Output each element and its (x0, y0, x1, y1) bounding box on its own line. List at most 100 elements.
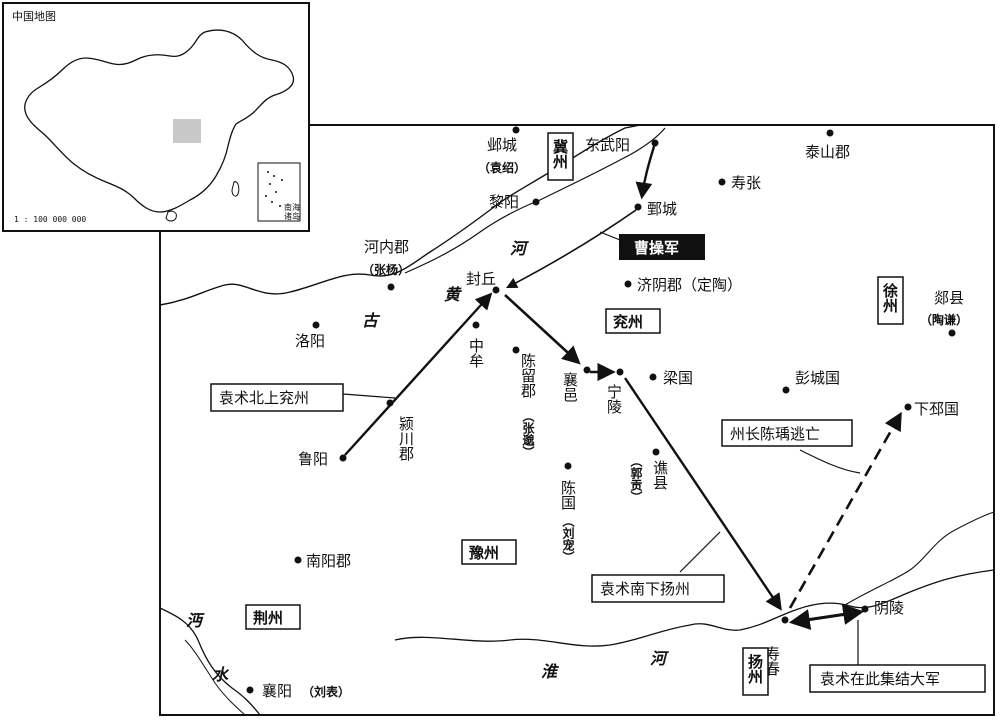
label-ningling: 宁陵 (605, 384, 623, 414)
dot-liyang (532, 198, 540, 206)
label-xiangyang-ruler: （刘表） (302, 684, 350, 699)
dot-pengcheng (782, 386, 790, 394)
dot-zhongmou (472, 321, 480, 329)
dot-juancheng (634, 203, 642, 211)
label-juancheng: 鄄城 (647, 200, 677, 218)
dot-taishan (826, 129, 834, 137)
label-xiapi: 下邳国 (914, 400, 959, 418)
dot-chenliu (512, 346, 520, 354)
river-labels: 古 黄 河 淮 河 沔 水 (186, 239, 669, 684)
yuan-north-route (344, 292, 493, 456)
right-river (844, 511, 995, 606)
label-henei-ruler: （张杨） (362, 262, 410, 277)
dot-yinling (861, 605, 869, 613)
label-liyang: 黎阳 (489, 193, 519, 211)
river-gu: 古 (362, 311, 381, 330)
label-yinling: 阴陵 (874, 599, 904, 617)
label-xiangyi: 襄邑 (561, 372, 579, 402)
dot-henei (387, 283, 395, 291)
inset-south-sea-1: 南海 (284, 202, 300, 212)
yellow-river-bank (404, 127, 666, 274)
inset-map: 中国地图 南海 诸岛 1 : 100 000 000 (2, 2, 310, 232)
place-labels: 邺城 （袁绍） 东武阳 泰山郡 寿张 黎阳 鄄城 河内郡 （张杨） 封丘 济阴郡… (262, 136, 968, 700)
inset-highlight (173, 119, 201, 143)
mian-river (159, 607, 261, 716)
river-huai-he: 河 (650, 649, 669, 668)
label-chenguo: 陈国 (559, 479, 577, 510)
callout-yuan-south: 袁术南下扬州 (600, 580, 690, 598)
province-ji: 冀州 (551, 138, 569, 170)
label-xiangyang: 襄阳 (262, 682, 292, 700)
river-he: 河 (510, 239, 529, 258)
inset-title: 中国地图 (12, 10, 56, 23)
vertical-labels: 中牟 陈留郡 （张邈） 襄邑 宁陵 颍川郡 谯县 （郭贡） 陈国 （刘宠） (397, 338, 669, 563)
label-luoyang: 洛阳 (295, 332, 325, 350)
dot-dongwuyang (651, 139, 659, 147)
dot-yingchuan (386, 399, 394, 407)
callout-chen-flee: 州长陈瑀逃亡 (730, 425, 820, 443)
province-yu: 豫州 (469, 544, 499, 562)
label-yingchuan: 颍川郡 (397, 416, 415, 461)
dot-jiyin (624, 280, 632, 288)
callout-yuan-north: 袁术北上兖州 (219, 389, 309, 407)
label-chenliu-ruler: （张邈） (521, 410, 535, 458)
label-pengcheng: 彭城国 (795, 369, 840, 387)
river-huang: 黄 (444, 285, 462, 304)
huai-river (394, 569, 995, 647)
label-tanxian: 郯县 (934, 289, 964, 307)
label-dongwuyang: 东武阳 (585, 136, 630, 154)
china-outline (24, 29, 295, 213)
yellow-river (159, 124, 641, 306)
label-qiaoxian-ruler: （郭贡） (629, 455, 643, 503)
dot-xiapi (904, 403, 912, 411)
province-boxes: 冀州 兖州 徐州 豫州 荆州 扬州 (245, 132, 904, 696)
dot-fengqiu (492, 286, 500, 294)
dot-xiangyang (246, 686, 254, 694)
dot-liangguo (649, 373, 657, 381)
label-tanxian-ruler: （陶谦） (920, 312, 968, 327)
cao-army-route-1 (635, 142, 657, 200)
yuan-south-route (624, 377, 782, 611)
province-yan: 兖州 (613, 313, 643, 331)
province-yang: 扬州 (746, 653, 764, 685)
mian-river-2 (184, 639, 246, 716)
callout-cao-army: 曹操军 (634, 239, 679, 257)
dot-shouchun (781, 616, 789, 624)
dot-chenguo (564, 462, 572, 470)
dot-nanyang (294, 556, 302, 564)
label-zhongmou: 中牟 (467, 338, 485, 368)
label-chenguo-ruler: （刘宠） (561, 515, 575, 563)
label-fengqiu: 封丘 (466, 270, 496, 288)
river-huai: 淮 (541, 662, 560, 681)
province-jing: 荆州 (253, 609, 283, 627)
dot-yecheng (512, 126, 520, 134)
cao-army-route-2 (506, 209, 637, 289)
dot-shouzhang (718, 178, 726, 186)
dot-xiangyi (583, 366, 591, 374)
dot-qiaoxian (652, 448, 660, 456)
label-jiyin: 济阴郡（定陶） (637, 276, 742, 294)
label-henei: 河内郡 (364, 238, 409, 256)
dot-luoyang (312, 321, 320, 329)
label-nanyang: 南阳郡 (306, 552, 351, 570)
province-xu: 徐州 (881, 282, 899, 314)
callout-yuan-gather: 袁术在此集结大军 (820, 670, 940, 688)
yuan-retreat-route-1 (504, 294, 581, 365)
label-shouzhang: 寿张 (731, 174, 761, 192)
river-shui: 水 (212, 665, 230, 684)
label-chenliu: 陈留郡 (519, 352, 537, 398)
inset-south-sea-2: 诸岛 (284, 211, 300, 221)
dot-tanxian (948, 329, 956, 337)
label-liangguo: 梁国 (663, 369, 693, 387)
label-yecheng: 邺城 (487, 136, 517, 154)
label-luyang: 鲁阳 (298, 450, 328, 468)
callouts: 曹操军 袁术北上兖州 州长陈瑀逃亡 袁术南下扬州 袁术在此集结大军 (210, 231, 986, 693)
shouchun-yinling-route (788, 604, 865, 630)
dot-ningling (616, 368, 624, 376)
label-taishan: 泰山郡 (805, 143, 850, 161)
label-qiaoxian: 谯县 (651, 460, 669, 490)
inset-scale: 1 : 100 000 000 (14, 215, 86, 224)
label-yecheng-ruler: （袁绍） (478, 160, 526, 175)
city-dots (246, 126, 956, 694)
